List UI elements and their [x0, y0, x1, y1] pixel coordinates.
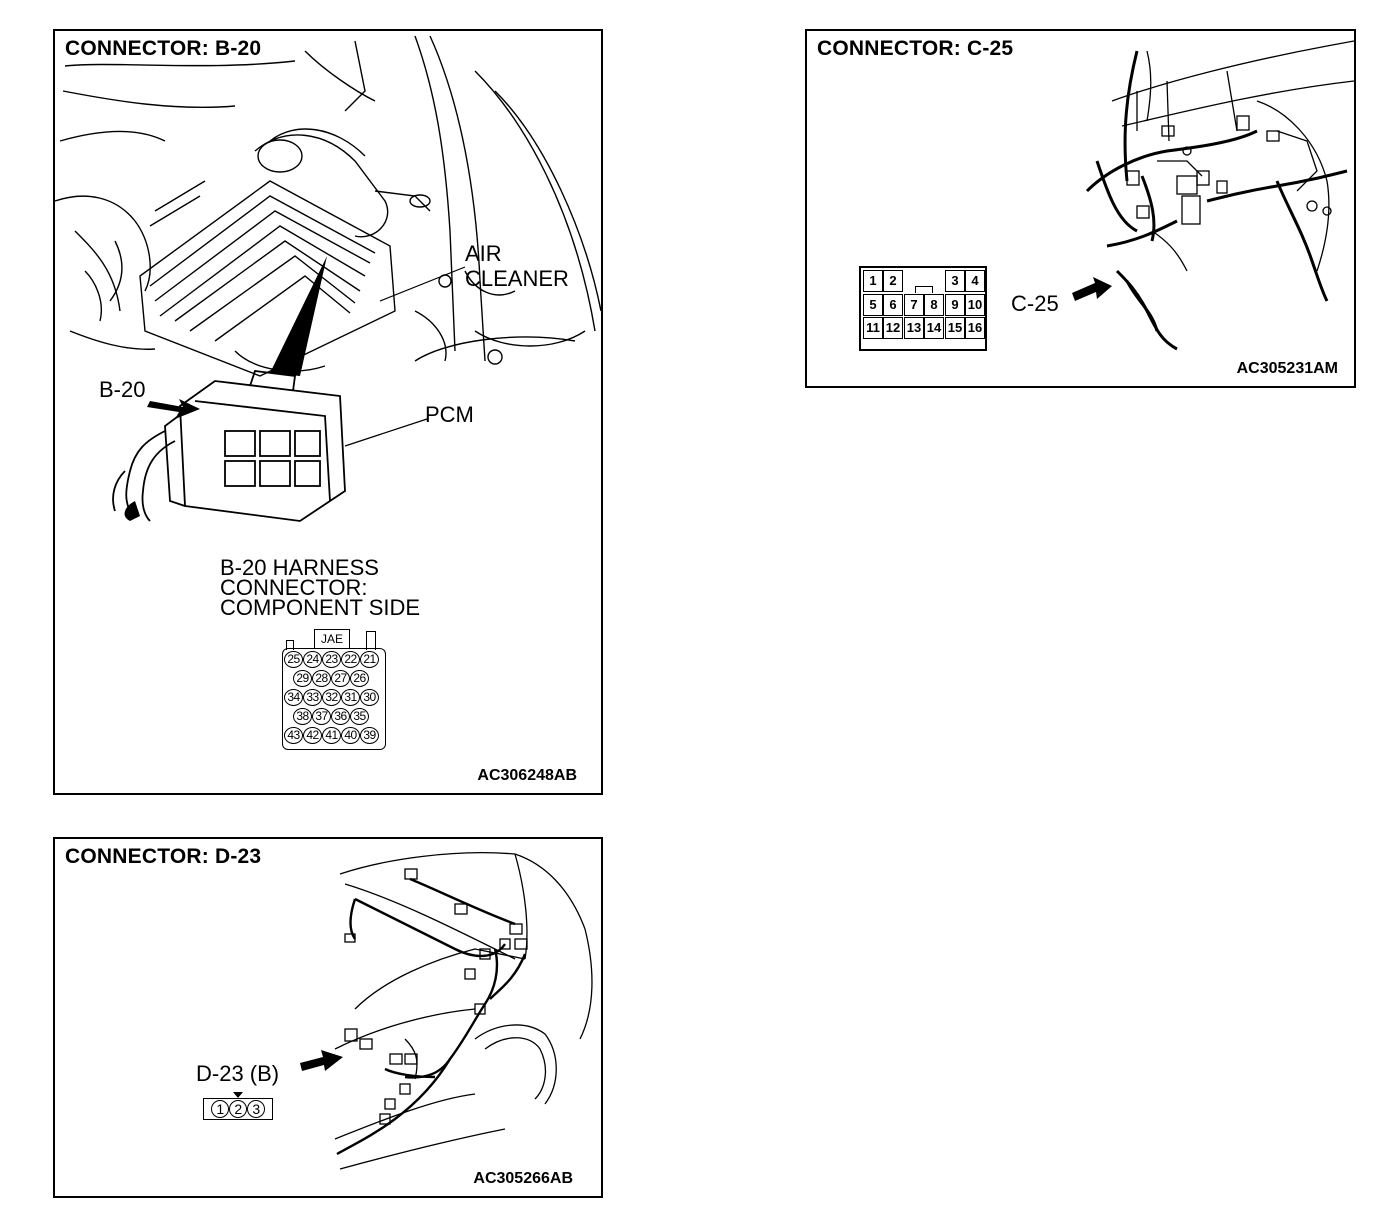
pin: 30 [360, 689, 379, 706]
pin: 43 [284, 727, 303, 744]
pin: 2 [229, 1100, 247, 1118]
b20-connector-face: JAE 25 24 23 22 21 29 28 27 26 34 33 32 … [282, 629, 386, 751]
pcm-label: PCM [425, 402, 474, 427]
panel-connector-b20: CONNECTOR: B-20 [53, 29, 603, 795]
pin: 3 [247, 1100, 265, 1118]
pin: 13 [904, 317, 924, 339]
pin: 15 [945, 317, 965, 339]
c25-connector-face: 1 2 3 4 5 6 7 8 9 10 11 12 13 14 15 16 [859, 266, 987, 351]
pin: 25 [284, 651, 303, 668]
figure-code: AC305231AM [1236, 360, 1338, 377]
c25-callout-label: C-25 [1011, 291, 1059, 316]
connector-body [203, 1098, 273, 1120]
pin: 22 [341, 651, 360, 668]
jae-tab: JAE [314, 629, 350, 649]
rear-body-harness-illustration [300, 852, 593, 1170]
figure-code: AC305266AB [473, 1170, 573, 1187]
pin: 36 [331, 708, 350, 725]
pin: 39 [360, 727, 379, 744]
pin: 33 [303, 689, 322, 706]
pin: 42 [303, 727, 322, 744]
pin: 28 [312, 670, 331, 687]
pin: 32 [322, 689, 341, 706]
pin: 41 [322, 727, 341, 744]
pin: 31 [341, 689, 360, 706]
panel-title: CONNECTOR: C-25 [817, 37, 1014, 60]
figure-code: AC306248AB [477, 767, 577, 784]
pin: 1 [863, 270, 883, 292]
connector-body [282, 648, 386, 750]
d23-callout-label: D-23 (B) [196, 1061, 280, 1086]
pin: 23 [322, 651, 341, 668]
pin: 21 [360, 651, 379, 668]
pin: 14 [924, 317, 944, 339]
pin: 37 [312, 708, 331, 725]
harness-connector-caption: B-20 HARNESS CONNECTOR: COMPONENT SIDE [220, 555, 421, 620]
pin: 38 [293, 708, 312, 725]
connector-key-left [286, 640, 294, 650]
panel-connector-c25: CONNECTOR: C-25 [805, 29, 1356, 388]
pin: 40 [341, 727, 360, 744]
connector-key-right [366, 631, 376, 650]
air-cleaner-label: AIR CLEANER [465, 241, 569, 291]
pin-grid: 25 24 23 22 21 29 28 27 26 34 33 32 31 3… [284, 651, 384, 751]
pin: 12 [883, 317, 903, 339]
pin: 10 [965, 294, 985, 316]
pin: 8 [924, 294, 944, 316]
dashboard-harness-illustration [1072, 40, 1354, 351]
pin: 7 [904, 294, 924, 316]
pin: 5 [863, 294, 883, 316]
d23-connector-face: 1 2 3 [203, 1092, 273, 1120]
panel-title: CONNECTOR: B-20 [65, 37, 262, 60]
pin: 34 [284, 689, 303, 706]
b20-callout-label: B-20 [99, 377, 146, 402]
pin: 29 [293, 670, 312, 687]
engine-bay-illustration [55, 35, 601, 522]
pin: 6 [883, 294, 903, 316]
panel-connector-d23: CONNECTOR: D-23 [53, 837, 603, 1198]
pin: 9 [945, 294, 965, 316]
connector-key [233, 1092, 243, 1098]
panel-title: CONNECTOR: D-23 [65, 845, 262, 868]
pin: 35 [350, 708, 369, 725]
pin: 3 [945, 270, 965, 292]
pin: 1 [211, 1100, 229, 1118]
pin: 2 [883, 270, 903, 292]
pin: 11 [863, 317, 883, 339]
pin: 27 [331, 670, 350, 687]
pin: 16 [965, 317, 985, 339]
pin: 4 [965, 270, 985, 292]
pin: 24 [303, 651, 322, 668]
pin: 26 [350, 670, 369, 687]
connector-key [915, 286, 933, 293]
